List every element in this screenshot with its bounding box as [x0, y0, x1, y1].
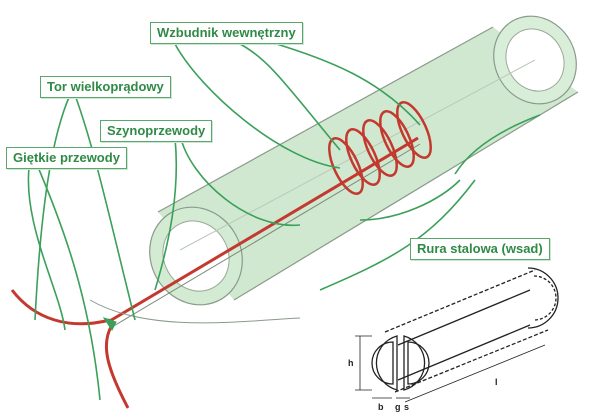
- label-busbars: Szynoprzewody: [100, 120, 212, 142]
- flexible-leads: [12, 290, 128, 408]
- dim-s: s: [404, 402, 409, 412]
- cross-section-inset: [355, 268, 558, 402]
- dim-g: g: [395, 402, 401, 412]
- steel-tube: [132, 1, 589, 322]
- dim-l: l: [495, 377, 498, 387]
- dim-h: h: [348, 358, 354, 368]
- label-steel-tube: Rura stalowa (wsad): [410, 238, 550, 260]
- dim-b: b: [378, 402, 384, 412]
- label-inner-inductor: Wzbudnik wewnętrzny: [150, 22, 303, 44]
- label-flexible-leads: Giętkie przewody: [6, 147, 127, 169]
- label-high-current-path: Tor wielkoprądowy: [40, 76, 171, 98]
